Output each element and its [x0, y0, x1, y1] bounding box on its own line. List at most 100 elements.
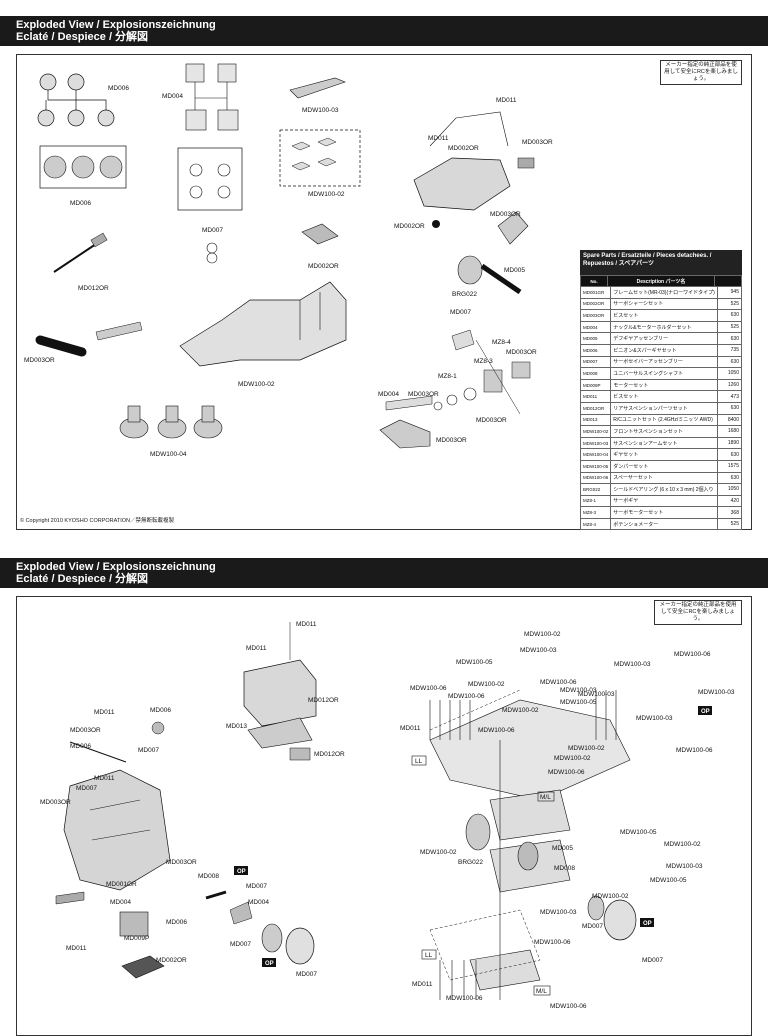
- label-md007-b: MD007: [450, 309, 471, 316]
- s2-label-53: MDW100-02: [592, 893, 629, 900]
- spare-parts-code: MD013: [579, 413, 612, 427]
- spare-parts-code: MD003OR: [579, 309, 612, 322]
- spare-parts-desc: サーボギヤ: [610, 494, 718, 508]
- spare-parts-code: MD009P: [579, 378, 612, 392]
- spare-parts-price: 1680: [716, 425, 743, 438]
- spare-parts-price: 630: [716, 309, 743, 322]
- spare-parts-code: MZ8-3: [579, 506, 612, 519]
- s2-label-42: MDW100-06: [676, 747, 713, 754]
- s2-label-7: MD003OR: [70, 727, 101, 734]
- s2-label-48: MD008: [554, 865, 575, 872]
- sheet1-title: Exploded View / Explosionszeichnung: [16, 19, 216, 31]
- spare-parts-desc: サスペンションアームセット: [610, 436, 718, 450]
- s2-label-44: MDW100-06: [548, 769, 585, 776]
- spare-parts-code: MD005: [579, 332, 612, 345]
- sheet2-title: Exploded View / Explosionszeichnung: [16, 561, 216, 573]
- s2-label-3: MD013: [226, 723, 247, 730]
- sheet2-notice: メーカー指定の純正部品を使用して安全にRCを楽しみましょう。: [654, 600, 742, 625]
- spare-parts-price: 1050: [716, 367, 743, 380]
- label-md004-b: MD004: [378, 391, 399, 398]
- s2-label-43: MDW100-02: [568, 745, 605, 752]
- spare-parts-desc: ユニバーサルスイングシャフト: [610, 367, 718, 380]
- s2-label-38: MDW100-03: [578, 691, 615, 698]
- col-description-en: Description: [636, 278, 665, 285]
- s2-label-24: MD007: [296, 971, 317, 978]
- spare-parts-price: 8400: [716, 413, 743, 427]
- spare-parts-price: 630: [716, 355, 743, 369]
- s2-label-6: MD006: [150, 707, 171, 714]
- s2-label-54: MDW100-03: [540, 909, 577, 916]
- label-mdw100-04: MDW100-04: [150, 451, 187, 458]
- s2-label-58: MDW100-06: [446, 995, 483, 1002]
- spare-parts-desc: ダンパーセット: [610, 459, 718, 473]
- spare-parts-price: 630: [716, 332, 743, 345]
- sheet1-subtitle: Eclaté / Despiece / 分解図: [16, 31, 149, 43]
- spare-parts-desc: スペーサーセット: [610, 471, 718, 485]
- spare-parts-code: MDW100-04: [579, 448, 612, 461]
- s2-label-57: MD007: [642, 957, 663, 964]
- spare-parts-desc: ビスセット: [610, 390, 718, 403]
- spare-parts-price: 1575: [716, 459, 743, 473]
- spare-parts-desc: サーボシャーシセット: [610, 297, 718, 311]
- col-description-jp: パーツ名: [665, 278, 686, 285]
- spare-parts-desc: R/Cユニットセット (2.4GHz/ミニッツ AWD): [610, 413, 718, 427]
- s2-label-0: MD011: [296, 621, 317, 628]
- spare-parts-code: MD002OR: [579, 297, 612, 311]
- spare-parts-code: MD011: [579, 390, 612, 403]
- spare-parts-price: 368: [716, 506, 743, 519]
- s2-label-8: MD007: [138, 747, 159, 754]
- s2-label-26: MDW100-05: [456, 659, 493, 666]
- s2-label-15: MD004: [110, 899, 131, 906]
- s2-label-22: MD004: [248, 899, 269, 906]
- sheet2-exploded-diagram: OP OP OP OP LL M/L LL M/L MD011 MD011 MD…: [40, 621, 735, 1010]
- label-md003or-b: MD003OR: [490, 211, 521, 218]
- s2-label-28: MDW100-06: [410, 685, 447, 692]
- label-md003or-f: MD003OR: [476, 417, 507, 424]
- op-badge-3: OP: [701, 709, 710, 715]
- s2-label-51: MDW100-03: [666, 863, 703, 870]
- s2-label-32: MDW100-06: [478, 727, 515, 734]
- label-mdw100-03: MDW100-03: [302, 107, 339, 114]
- s2-label-19: MD011: [66, 945, 87, 952]
- op-badge-4: OP: [643, 921, 652, 927]
- tag-ll-2: LL: [425, 952, 433, 959]
- s2-label-23: MD007: [230, 941, 251, 948]
- s2-label-40: MDW100-06: [674, 651, 711, 658]
- s2-label-36: MDW100-03: [614, 661, 651, 668]
- s2-label-47: BRG022: [458, 859, 483, 866]
- spare-parts-code: MD006: [579, 343, 612, 357]
- s2-label-21: MD007: [246, 883, 267, 890]
- spare-parts-table: No. Description パーツ名: [580, 275, 742, 288]
- label-mdw100-02-b: MDW100-02: [238, 381, 275, 388]
- spare-parts-price: 630: [716, 401, 743, 415]
- spare-parts-desc: リアサスペンションパーツセット: [610, 401, 718, 415]
- tag-ml-2: M/L: [536, 988, 547, 995]
- label-mz8-1: MZ8-1: [438, 373, 457, 380]
- s2-label-60: MDW100-06: [550, 1003, 587, 1010]
- label-mz8-3: MZ8-3: [474, 358, 493, 365]
- s2-label-50: MDW100-02: [664, 841, 701, 848]
- spare-parts-price: 630: [716, 471, 743, 485]
- s2-label-29: MDW100-02: [468, 681, 505, 688]
- label-md012or: MD012OR: [78, 285, 109, 292]
- s2-label-18: MD002OR: [156, 957, 187, 964]
- s2-label-33: MDW100-02: [502, 707, 539, 714]
- tag-ml-1: M/L: [540, 794, 551, 801]
- spare-parts-desc: シールドベアリング (6 x 10 x 3 mm) 2個入り: [610, 483, 718, 496]
- s2-label-59: MD011: [412, 981, 433, 988]
- spare-parts-desc: ピニオン&スパーギヤセット: [610, 343, 718, 357]
- s2-label-9: MD006: [70, 743, 91, 750]
- spare-parts-code: MDW100-02: [579, 425, 612, 438]
- spare-parts-desc: ポテンショメーター: [610, 517, 718, 531]
- label-brg022: BRG022: [452, 291, 477, 298]
